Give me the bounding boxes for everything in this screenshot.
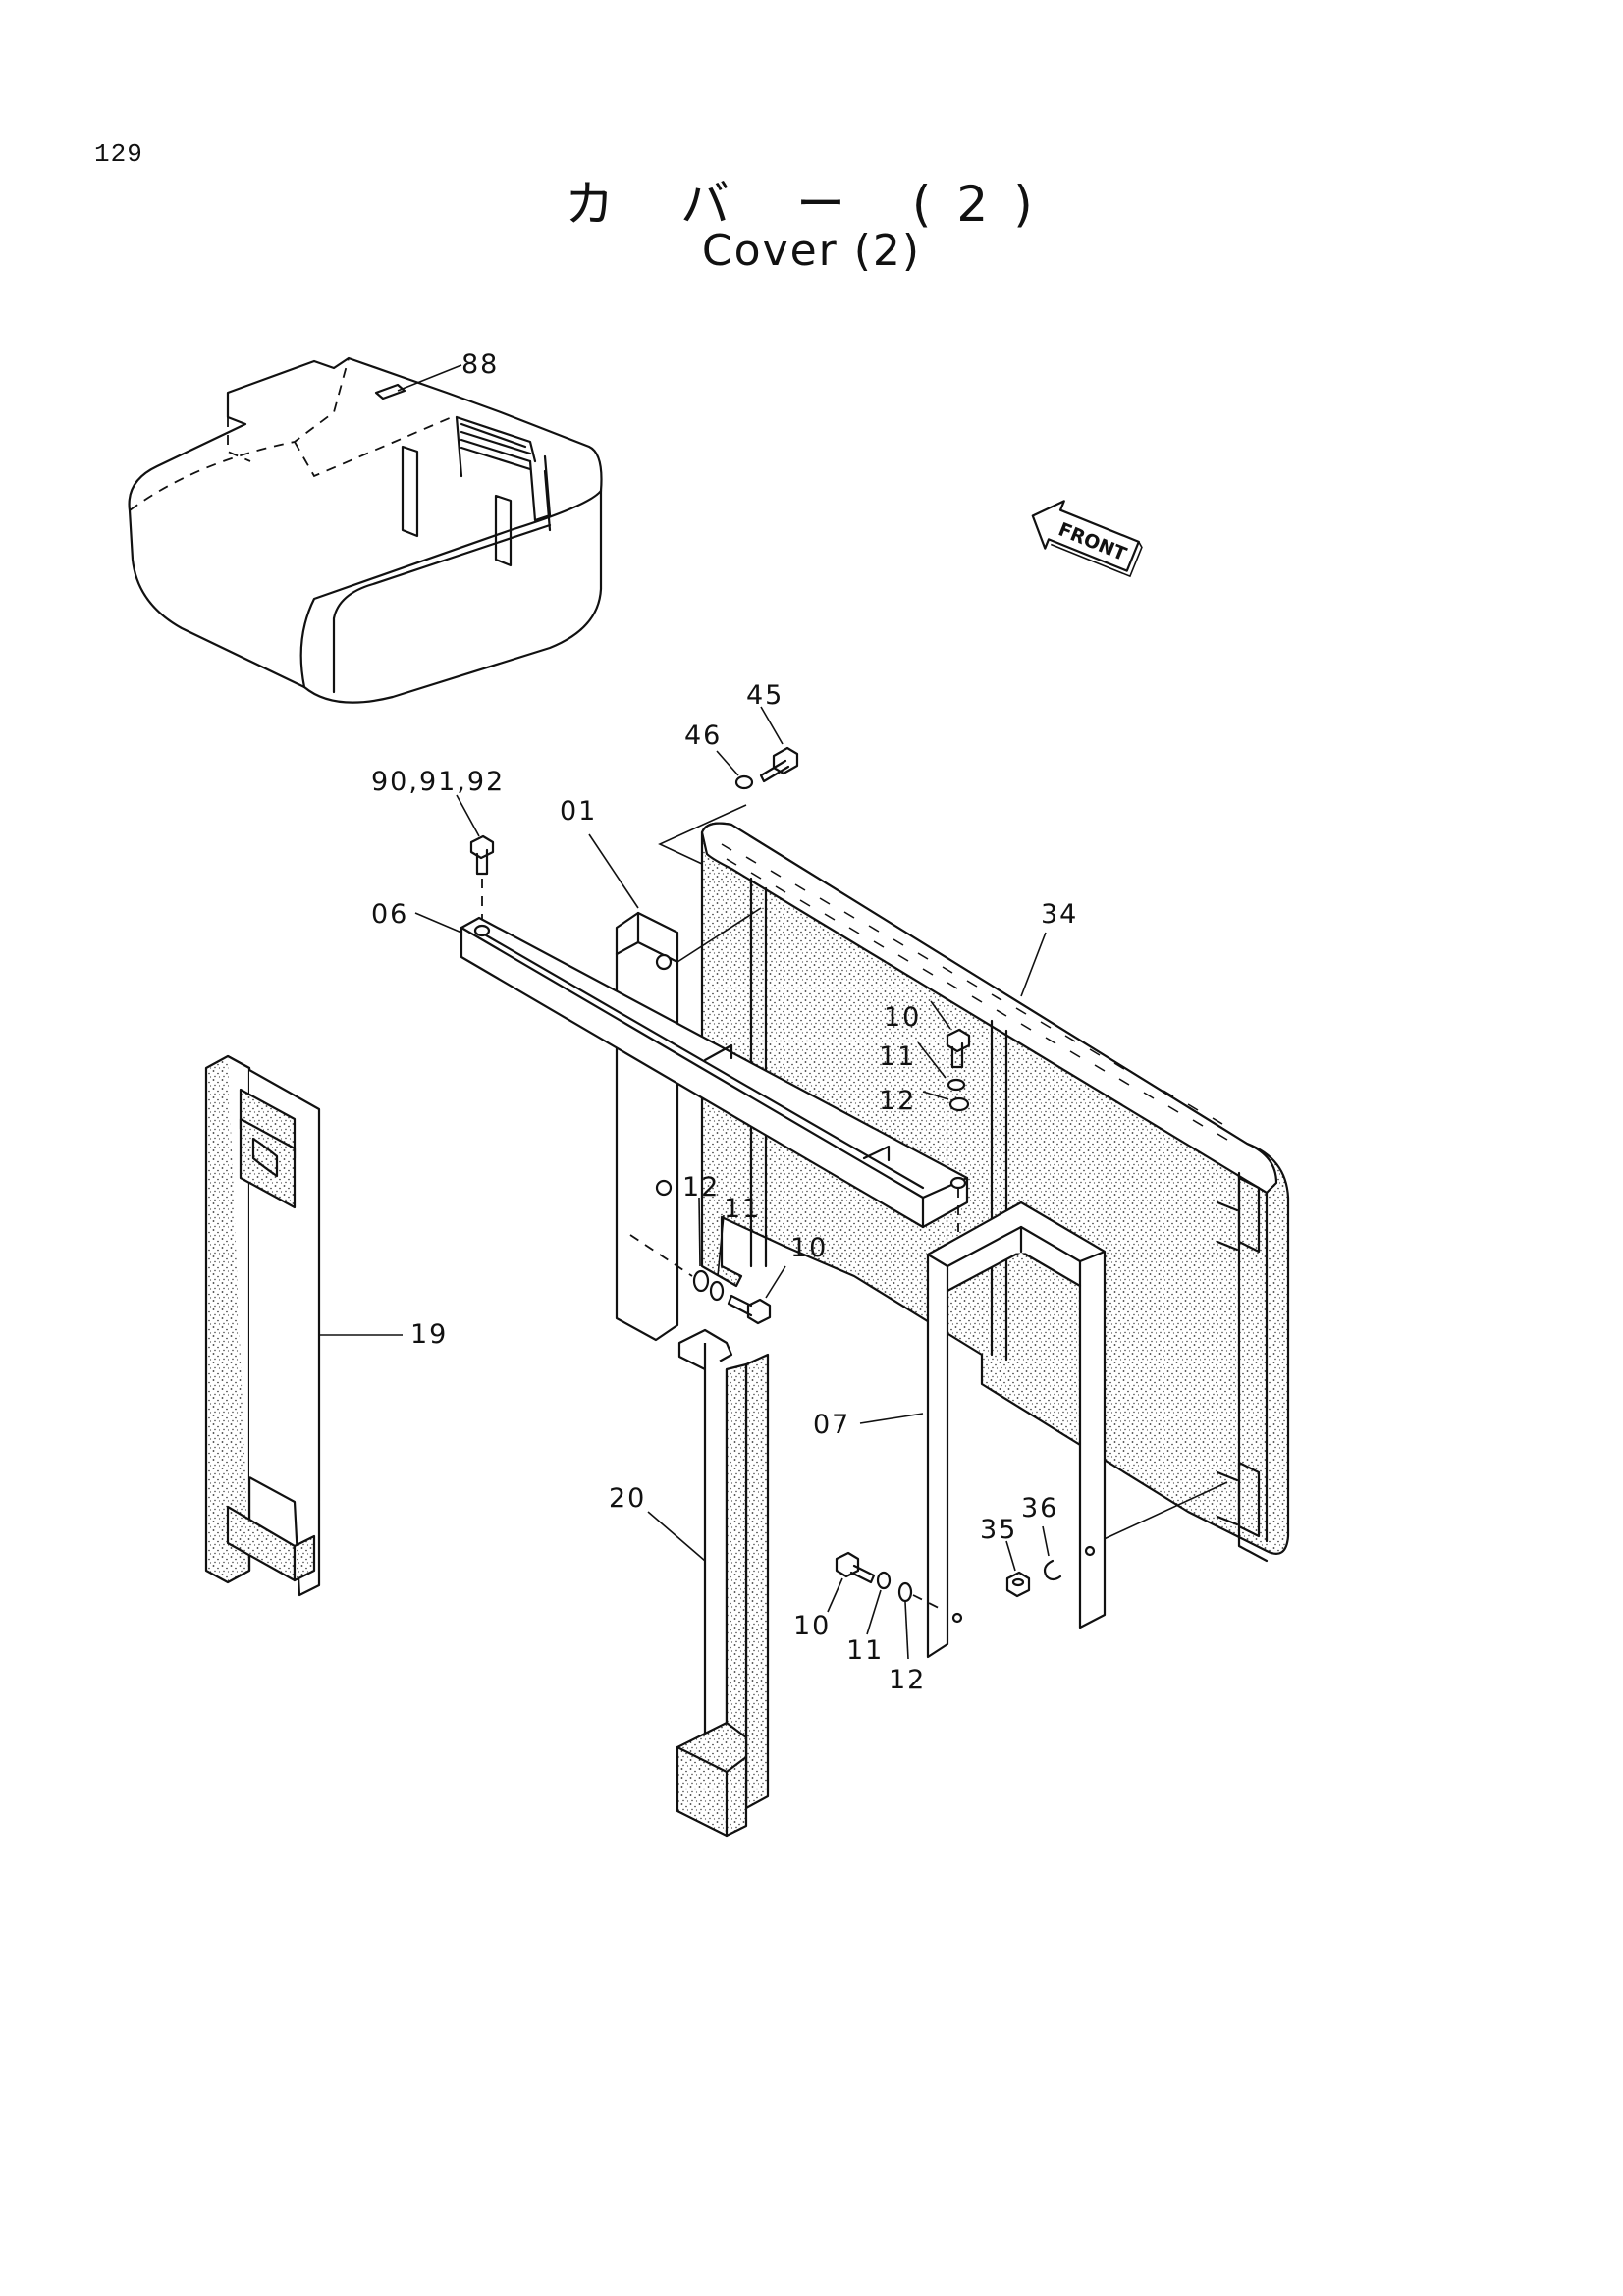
- callout-12-upper: 12: [879, 1086, 916, 1116]
- callout-10-upper: 10: [884, 1002, 921, 1033]
- callout-01: 01: [560, 796, 597, 827]
- callout-90-91-92: 90,91,92: [371, 767, 505, 797]
- machine-overview: [128, 356, 603, 704]
- callout-07: 07: [813, 1410, 850, 1440]
- callout-11-lower: 11: [846, 1635, 884, 1666]
- callout-36: 36: [1021, 1493, 1058, 1523]
- clip-36: [1042, 1525, 1062, 1581]
- callout-46: 46: [684, 721, 722, 751]
- callout-35: 35: [980, 1515, 1017, 1545]
- bracket-07: [859, 1201, 1107, 1659]
- front-direction-arrow: FRONT: [1031, 500, 1143, 578]
- callout-19: 19: [410, 1319, 448, 1350]
- bolt-90-91-92: [456, 794, 495, 923]
- callout-34: 34: [1041, 899, 1078, 930]
- nut-35: [1005, 1540, 1031, 1598]
- fastener-set-lower: [827, 1551, 944, 1660]
- callout-12-middle: 12: [682, 1172, 720, 1202]
- callout-20: 20: [609, 1483, 646, 1514]
- title-english: Cover (2): [701, 226, 922, 276]
- callout-10-middle: 10: [790, 1233, 828, 1263]
- callout-88: 88: [461, 349, 499, 380]
- cover-slots: [721, 843, 1228, 1141]
- fastener-set-upper: [917, 1000, 971, 1112]
- radiator-cover-panel: [658, 804, 1290, 1563]
- bar-06: [414, 912, 969, 1232]
- callout-12-lower: 12: [889, 1665, 926, 1695]
- callout-11-upper: 11: [879, 1041, 916, 1072]
- seal-19: [204, 1054, 403, 1597]
- page-number: 129: [94, 139, 143, 169]
- bolt-45: [759, 706, 799, 783]
- fastener-set-middle: [629, 1197, 786, 1325]
- seal-20: [647, 1328, 770, 1838]
- callout-11-middle: 11: [724, 1194, 761, 1224]
- callout-06: 06: [371, 899, 408, 930]
- callout-45: 45: [746, 680, 784, 711]
- callout-10-lower: 10: [793, 1611, 831, 1641]
- washer-46: [716, 750, 754, 790]
- title-japanese: カ バ ー (2): [565, 176, 1058, 233]
